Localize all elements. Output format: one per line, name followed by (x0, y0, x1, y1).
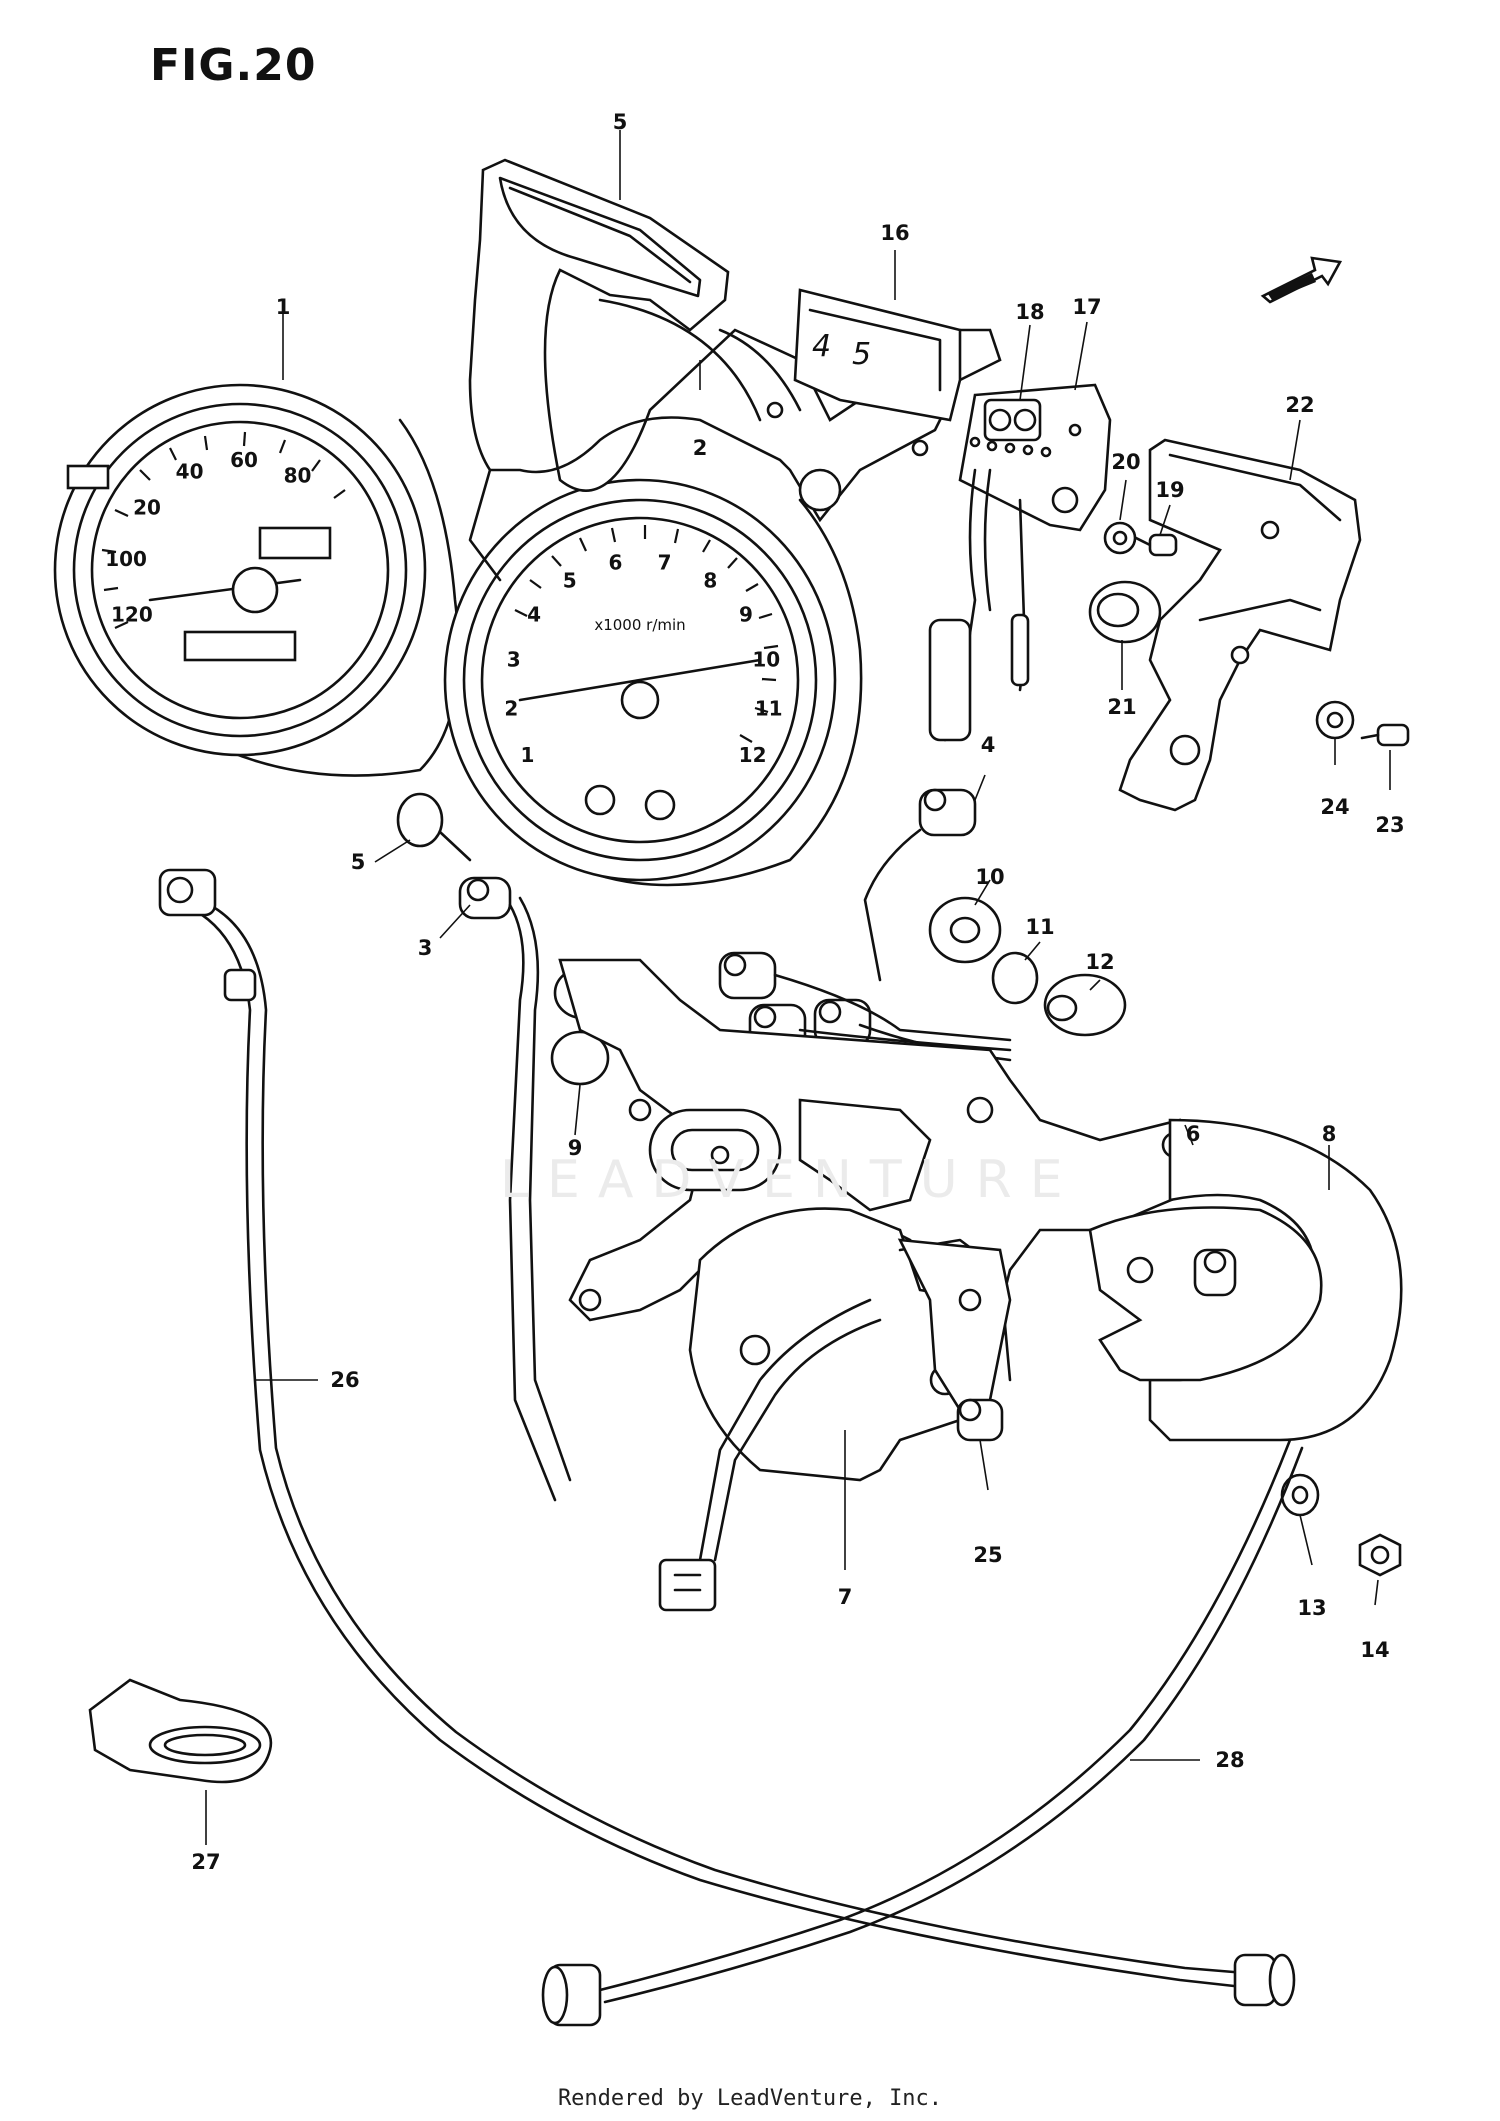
callout-tachometer: 2 (692, 436, 708, 460)
callout-gear-indicator: 16 (880, 221, 910, 245)
gear-indicator-letter: 5 (852, 337, 871, 372)
tachometer-numeral: 7 (658, 550, 672, 574)
callout-upper-cover: 5 (612, 110, 628, 134)
callout-lower-case: 7 (837, 1585, 853, 1609)
tachometer (443, 478, 863, 887)
tachometer-numeral: 4 (527, 603, 541, 627)
lower-case (688, 1207, 1012, 1482)
callout-cushion-10: 10 (975, 865, 1005, 889)
callout-washer-13: 13 (1297, 1596, 1327, 1620)
washer-13 (1280, 1473, 1320, 1517)
cushion-10 (928, 896, 1002, 964)
tachometer-numeral: 8 (703, 569, 717, 593)
tachometer-numeral: 5 (563, 569, 577, 593)
meter-bracket (558, 958, 1202, 1332)
callout-indicator-panel: 17 (1072, 295, 1102, 319)
tachometer-numeral: 3 (507, 647, 521, 671)
render-credit: Rendered by LeadVenture, Inc. (557, 2086, 943, 2111)
tachometer-numeral: 6 (608, 550, 622, 574)
screw-19 (1118, 528, 1178, 557)
callout-socket-right: 4 (980, 733, 996, 757)
bracket-arm (1088, 1118, 1403, 1442)
bulb-small (396, 792, 472, 862)
callout-bulb-small: 5 (350, 850, 366, 874)
callout-washer-20: 20 (1111, 450, 1141, 474)
callout-tachometer-cable: 28 (1215, 1748, 1245, 1772)
callout-screw-19: 19 (1155, 478, 1185, 502)
callout-speedometer-cable: 26 (330, 1368, 360, 1392)
speedometer (53, 383, 460, 777)
speedometer-numeral: 20 (133, 495, 161, 519)
socket-right (863, 788, 977, 982)
speedometer-cable (158, 868, 1296, 2007)
washer-20 (1103, 521, 1137, 555)
speedometer-numeral: 100 (105, 547, 147, 571)
callout-indicator-socket: 18 (1015, 300, 1045, 324)
gear-indicator: 4 5 (793, 288, 962, 422)
cable-grommet (88, 1678, 273, 1784)
bulb-11 (991, 951, 1039, 1005)
callout-socket-left: 3 (417, 936, 433, 960)
callout-washer-24: 24 (1320, 795, 1350, 819)
nut-14 (1358, 1533, 1402, 1577)
socket-25 (956, 1398, 1004, 1442)
leader-lines (205, 130, 1391, 1845)
callout-bulb-11: 11 (1025, 915, 1055, 939)
callout-speedometer: 1 (275, 295, 291, 319)
speedometer-numeral: 120 (111, 602, 153, 626)
grommet-21 (1088, 580, 1162, 644)
callout-socket-25: 25 (973, 1543, 1003, 1567)
front-direction-arrow-icon (1260, 256, 1343, 304)
callout-cable-grommet: 27 (191, 1850, 221, 1874)
speedometer-numbers: 80 60 40 20 100 120 (105, 448, 311, 626)
speedometer-numeral: 40 (176, 460, 204, 484)
upper-cover (468, 158, 1002, 582)
figure-title: FIG.20 (150, 40, 317, 91)
speedometer-numeral: 80 (284, 463, 312, 487)
tachometer-numeral: 2 (504, 697, 518, 721)
gear-indicator-letter: 4 (812, 329, 831, 364)
washer-24 (1315, 700, 1355, 740)
callout-grommet-21: 21 (1107, 695, 1137, 719)
callout-bracket-arm: 8 (1321, 1122, 1337, 1146)
tachometer-cable (541, 1438, 1304, 2027)
tachometer-unit: x1000 r/min (594, 616, 685, 634)
callout-cushion-9: 9 (567, 1136, 583, 1160)
callout-side-cover: 22 (1285, 393, 1315, 417)
screw-23 (1360, 723, 1410, 747)
tachometer-numeral: 12 (739, 743, 767, 767)
callout-screw-23: 23 (1375, 813, 1405, 837)
callout-meter-bracket: 6 (1185, 1122, 1201, 1146)
harness-connector (658, 1298, 882, 1612)
tachometer-numeral: 1 (520, 743, 534, 767)
indicator-panel (928, 383, 1112, 742)
tachometer-numeral: 11 (755, 697, 783, 721)
tachometer-numeral: 10 (752, 647, 780, 671)
side-cover (1118, 438, 1362, 812)
watermark: LEADVENTURE (500, 1150, 1081, 1210)
socket-left (458, 876, 572, 1502)
callout-cushion-12: 12 (1085, 950, 1115, 974)
callout-nut-14: 14 (1360, 1638, 1390, 1662)
speedometer-numeral: 60 (230, 448, 258, 472)
tachometer-numeral: 9 (739, 603, 753, 627)
cushion-12 (1043, 973, 1127, 1037)
